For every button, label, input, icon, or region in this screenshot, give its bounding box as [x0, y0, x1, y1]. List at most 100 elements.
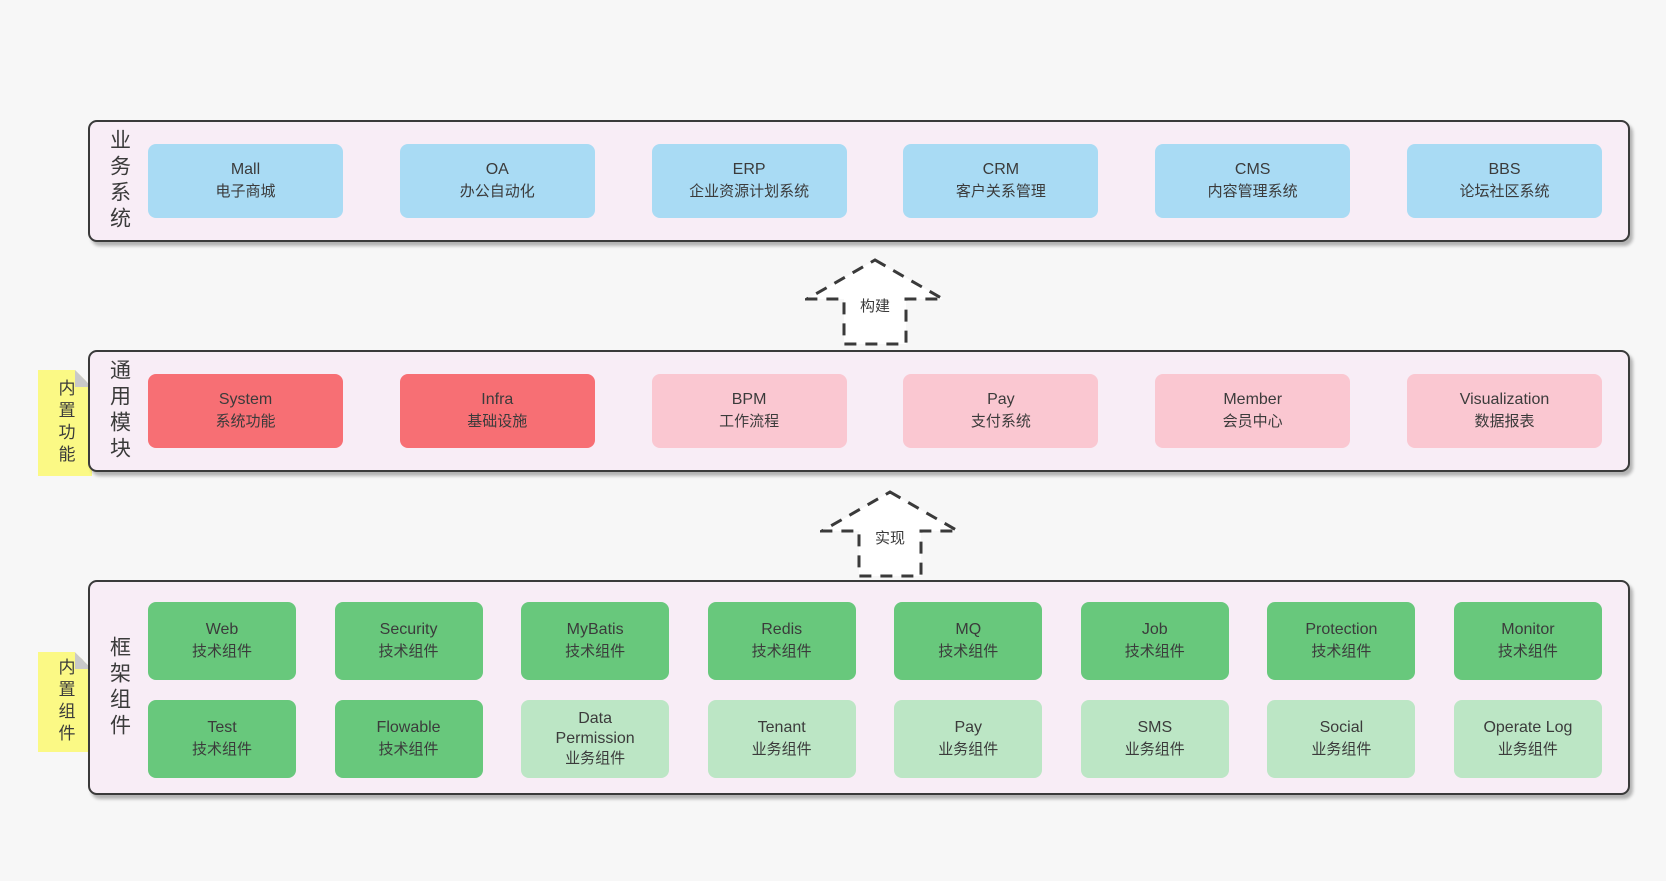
- box-title-en: BBS: [1488, 161, 1521, 178]
- box-title-en: OA: [485, 161, 509, 178]
- box-visualization: Visualization 数据报表: [1406, 374, 1602, 448]
- box-tenant: Tenant 业务组件: [707, 700, 856, 778]
- box-title-zh: 业务组件: [1124, 741, 1185, 758]
- box-title-zh: 企业资源计划系统: [689, 183, 810, 200]
- box-title-zh: 支付系统: [970, 413, 1031, 430]
- box-title-en: CMS: [1234, 161, 1271, 178]
- box-mq: MQ 技术组件: [894, 602, 1043, 680]
- box-title-zh: 业务组件: [565, 750, 626, 767]
- box-title-en: Member: [1223, 391, 1283, 408]
- components-row-2: Test 技术组件 Flowable 技术组件 Data Permission …: [148, 700, 1602, 778]
- box-title-en: MQ: [955, 621, 982, 638]
- box-title-zh: 技术组件: [1124, 643, 1185, 660]
- layer-framework-components: 框架组件 Web 技术组件 Security 技术组件 MyBatis 技术组件…: [88, 580, 1630, 795]
- box-mybatis: MyBatis 技术组件: [521, 602, 670, 680]
- box-title-en: Protection: [1305, 621, 1378, 638]
- box-system: System 系统功能: [148, 374, 343, 448]
- box-bpm: BPM 工作流程: [651, 374, 847, 448]
- box-title-zh: 业务组件: [1311, 741, 1372, 758]
- box-title-zh: 会员中心: [1222, 413, 1283, 430]
- box-title-zh: 基础设施: [467, 413, 528, 430]
- box-title-en: Data Permission: [555, 710, 635, 747]
- box-title-en: Web: [205, 621, 239, 638]
- box-title-en: Pay: [954, 719, 983, 736]
- box-title-en: CRM: [982, 161, 1020, 178]
- layer-label: 业务系统: [107, 129, 131, 233]
- layer-label: 框架组件: [107, 635, 131, 740]
- box-title-zh: 论坛社区系统: [1459, 183, 1550, 200]
- box-cms: CMS 内容管理系统: [1155, 144, 1351, 218]
- note-built-in-features: 内置功能: [38, 370, 92, 476]
- layer-common-modules: 通用模块 System 系统功能 Infra 基础设施 BPM 工作流程 Pay…: [88, 350, 1630, 472]
- box-social: Social 业务组件: [1267, 700, 1416, 778]
- box-title-en: Infra: [481, 391, 514, 408]
- layer-label: 通用模块: [107, 359, 131, 463]
- box-flowable: Flowable 技术组件: [334, 700, 483, 778]
- business-box-strip: Mall 电子商城 OA 办公自动化 ERP 企业资源计划系统 CRM 客户关系…: [148, 122, 1602, 240]
- box-title-en: Job: [1141, 621, 1168, 638]
- arrow-build: 构建: [805, 258, 945, 346]
- box-title-zh: 技术组件: [191, 643, 252, 660]
- box-title-zh: 业务组件: [1497, 741, 1558, 758]
- components-row-1: Web 技术组件 Security 技术组件 MyBatis 技术组件 Redi…: [148, 602, 1602, 680]
- box-operate-log: Operate Log 业务组件: [1453, 700, 1602, 778]
- box-title-en: MyBatis: [566, 621, 624, 638]
- box-title-zh: 系统功能: [215, 413, 276, 430]
- box-title-zh: 办公自动化: [459, 183, 535, 200]
- box-title-zh: 技术组件: [751, 643, 812, 660]
- box-protection: Protection 技术组件: [1267, 602, 1416, 680]
- box-title-en: Security: [379, 621, 438, 638]
- box-title-zh: 内容管理系统: [1207, 183, 1298, 200]
- box-title-zh: 技术组件: [378, 643, 439, 660]
- arrow-implement: 实现: [820, 490, 960, 578]
- box-title-zh: 技术组件: [378, 741, 439, 758]
- box-title-zh: 技术组件: [1311, 643, 1372, 660]
- box-title-en: BPM: [731, 391, 767, 408]
- box-monitor: Monitor 技术组件: [1453, 602, 1602, 680]
- box-title-zh: 技术组件: [191, 741, 252, 758]
- box-title-zh: 业务组件: [938, 741, 999, 758]
- box-test: Test 技术组件: [148, 700, 296, 778]
- box-title-zh: 客户关系管理: [955, 183, 1046, 200]
- box-title-zh: 电子商城: [215, 183, 276, 200]
- note-text: 内置功能: [55, 379, 75, 467]
- box-title-en: Visualization: [1459, 391, 1550, 408]
- box-title-en: Redis: [761, 621, 803, 638]
- box-title-en: Monitor: [1501, 621, 1555, 638]
- box-title-en: Mall: [230, 161, 261, 178]
- box-crm: CRM 客户关系管理: [903, 144, 1099, 218]
- modules-box-strip: System 系统功能 Infra 基础设施 BPM 工作流程 Pay 支付系统…: [148, 352, 1602, 470]
- box-title-en: System: [218, 391, 273, 408]
- arrow-label: 实现: [871, 526, 909, 549]
- box-pay-system: Pay 支付系统: [903, 374, 1099, 448]
- box-title-zh: 技术组件: [938, 643, 999, 660]
- box-erp: ERP 企业资源计划系统: [651, 144, 847, 218]
- box-title-zh: 技术组件: [565, 643, 626, 660]
- box-data-permission: Data Permission 业务组件: [521, 700, 670, 778]
- box-title-en: SMS: [1137, 719, 1173, 736]
- box-title-zh: 技术组件: [1497, 643, 1558, 660]
- box-mall: Mall 电子商城: [148, 144, 343, 218]
- box-title-en: Social: [1319, 719, 1364, 736]
- box-title-en: ERP: [732, 161, 766, 178]
- box-security: Security 技术组件: [334, 602, 483, 680]
- arrow-label: 构建: [856, 294, 894, 317]
- box-web: Web 技术组件: [148, 602, 296, 680]
- box-title-en: Test: [207, 719, 237, 736]
- box-bbs: BBS 论坛社区系统: [1406, 144, 1602, 218]
- box-infra: Infra 基础设施: [399, 374, 595, 448]
- box-oa: OA 办公自动化: [399, 144, 595, 218]
- box-redis: Redis 技术组件: [707, 602, 856, 680]
- box-title-zh: 业务组件: [751, 741, 812, 758]
- box-title-zh: 数据报表: [1474, 413, 1535, 430]
- box-title-en: Flowable: [376, 719, 441, 736]
- layer-business-systems: 业务系统 Mall 电子商城 OA 办公自动化 ERP 企业资源计划系统 CRM…: [88, 120, 1630, 242]
- note-built-in-components: 内置组件: [38, 652, 92, 752]
- box-pay-component: Pay 业务组件: [894, 700, 1043, 778]
- box-title-en: Tenant: [757, 719, 806, 736]
- box-title-en: Operate Log: [1483, 719, 1573, 736]
- note-text: 内置组件: [55, 658, 75, 746]
- box-title-en: Pay: [987, 391, 1015, 408]
- box-sms: SMS 业务组件: [1080, 700, 1229, 778]
- box-job: Job 技术组件: [1080, 602, 1229, 680]
